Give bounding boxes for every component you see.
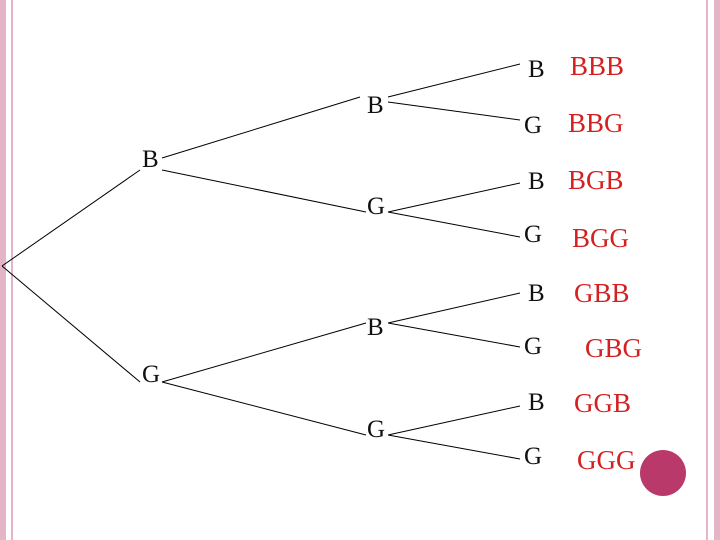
- branch-gg-b: [387, 405, 521, 436]
- branch-root-b: [1, 169, 141, 267]
- outcome-ggg: GGG: [577, 445, 636, 475]
- outcome-bbg: BBG: [568, 108, 624, 138]
- level3-label-7: B: [528, 389, 545, 416]
- branch-root-g: [1, 265, 141, 383]
- branch-bb-g: [387, 101, 521, 121]
- right-border-inner: [706, 0, 708, 540]
- level1-label-b: B: [142, 146, 159, 173]
- level3-label-6: G: [524, 333, 543, 360]
- branch-bg-g: [387, 211, 521, 238]
- level1-label-g: G: [142, 361, 161, 388]
- branch-bb-b: [387, 63, 521, 98]
- outcome-bgg: BGG: [572, 223, 630, 253]
- level2-label-bb: B: [367, 92, 384, 119]
- level3-label-2: G: [524, 112, 543, 139]
- outcome-gbg: GBG: [585, 333, 643, 363]
- level3-label-4: G: [524, 221, 543, 248]
- level3-label-1: B: [528, 56, 545, 83]
- left-border-inner: [11, 0, 13, 540]
- level3-label-3: B: [528, 168, 545, 195]
- level2-label-gg: G: [367, 416, 386, 443]
- branch-g-b: [161, 322, 367, 383]
- level3-label-8: G: [524, 443, 543, 470]
- branch-g-g: [161, 381, 367, 436]
- left-border-outer: [0, 0, 6, 540]
- branch-gg-g: [387, 434, 521, 460]
- branch-b-b: [161, 96, 361, 159]
- outcome-gbb: GBB: [574, 278, 630, 308]
- level2-label-bg: G: [367, 193, 386, 220]
- level2-label-gb: B: [367, 314, 384, 341]
- branch-bg-b: [387, 182, 521, 213]
- outcome-bgb: BGB: [568, 165, 624, 195]
- branch-gb-g: [387, 322, 521, 348]
- outcome-ggb: GGB: [574, 388, 632, 418]
- branch-gb-b: [387, 292, 521, 324]
- branch-b-g: [161, 169, 367, 213]
- level3-label-5: B: [528, 280, 545, 307]
- right-border-outer: [714, 0, 720, 540]
- slide-marker-dot: [640, 450, 686, 496]
- outcome-bbb: BBB: [570, 51, 625, 81]
